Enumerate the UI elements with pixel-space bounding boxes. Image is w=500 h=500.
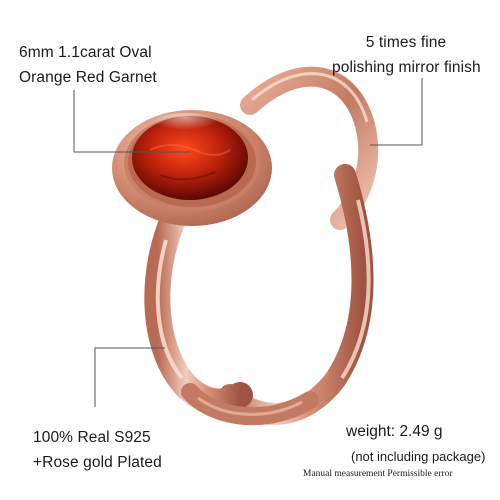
finish-annotation-line1: 5 times fine [365, 34, 447, 51]
weight-label: weight: [346, 423, 396, 440]
leader-gem [73, 90, 190, 153]
band-left [144, 202, 253, 415]
garnet-gem [132, 116, 248, 200]
material-annotation: 100% Real S925 +Rose gold Plated [33, 425, 162, 475]
gem-annotation-line1: 6mm 1.1carat Oval [19, 44, 152, 61]
leader-lines [73, 78, 423, 407]
weight-note: (not including package) [351, 449, 486, 464]
leader-material [94, 347, 165, 407]
finish-annotation: 5 times fine polishing mirror finish [332, 30, 481, 80]
weight-disclaimer: Manual measurement Permissible error [303, 469, 453, 479]
material-annotation-line1: 100% Real S925 [33, 429, 151, 446]
leader-finish [370, 78, 423, 146]
weight-value: 2.49 g [399, 423, 443, 440]
weight-line: weight: 2.49 g [346, 423, 443, 441]
finish-annotation-line2: polishing mirror finish [332, 59, 481, 76]
material-annotation-line2: +Rose gold Plated [33, 454, 162, 471]
gem-annotation-line2: Orange Red Garnet [19, 69, 157, 86]
gem-annotation: 6mm 1.1carat Oval Orange Red Garnet [19, 40, 157, 90]
